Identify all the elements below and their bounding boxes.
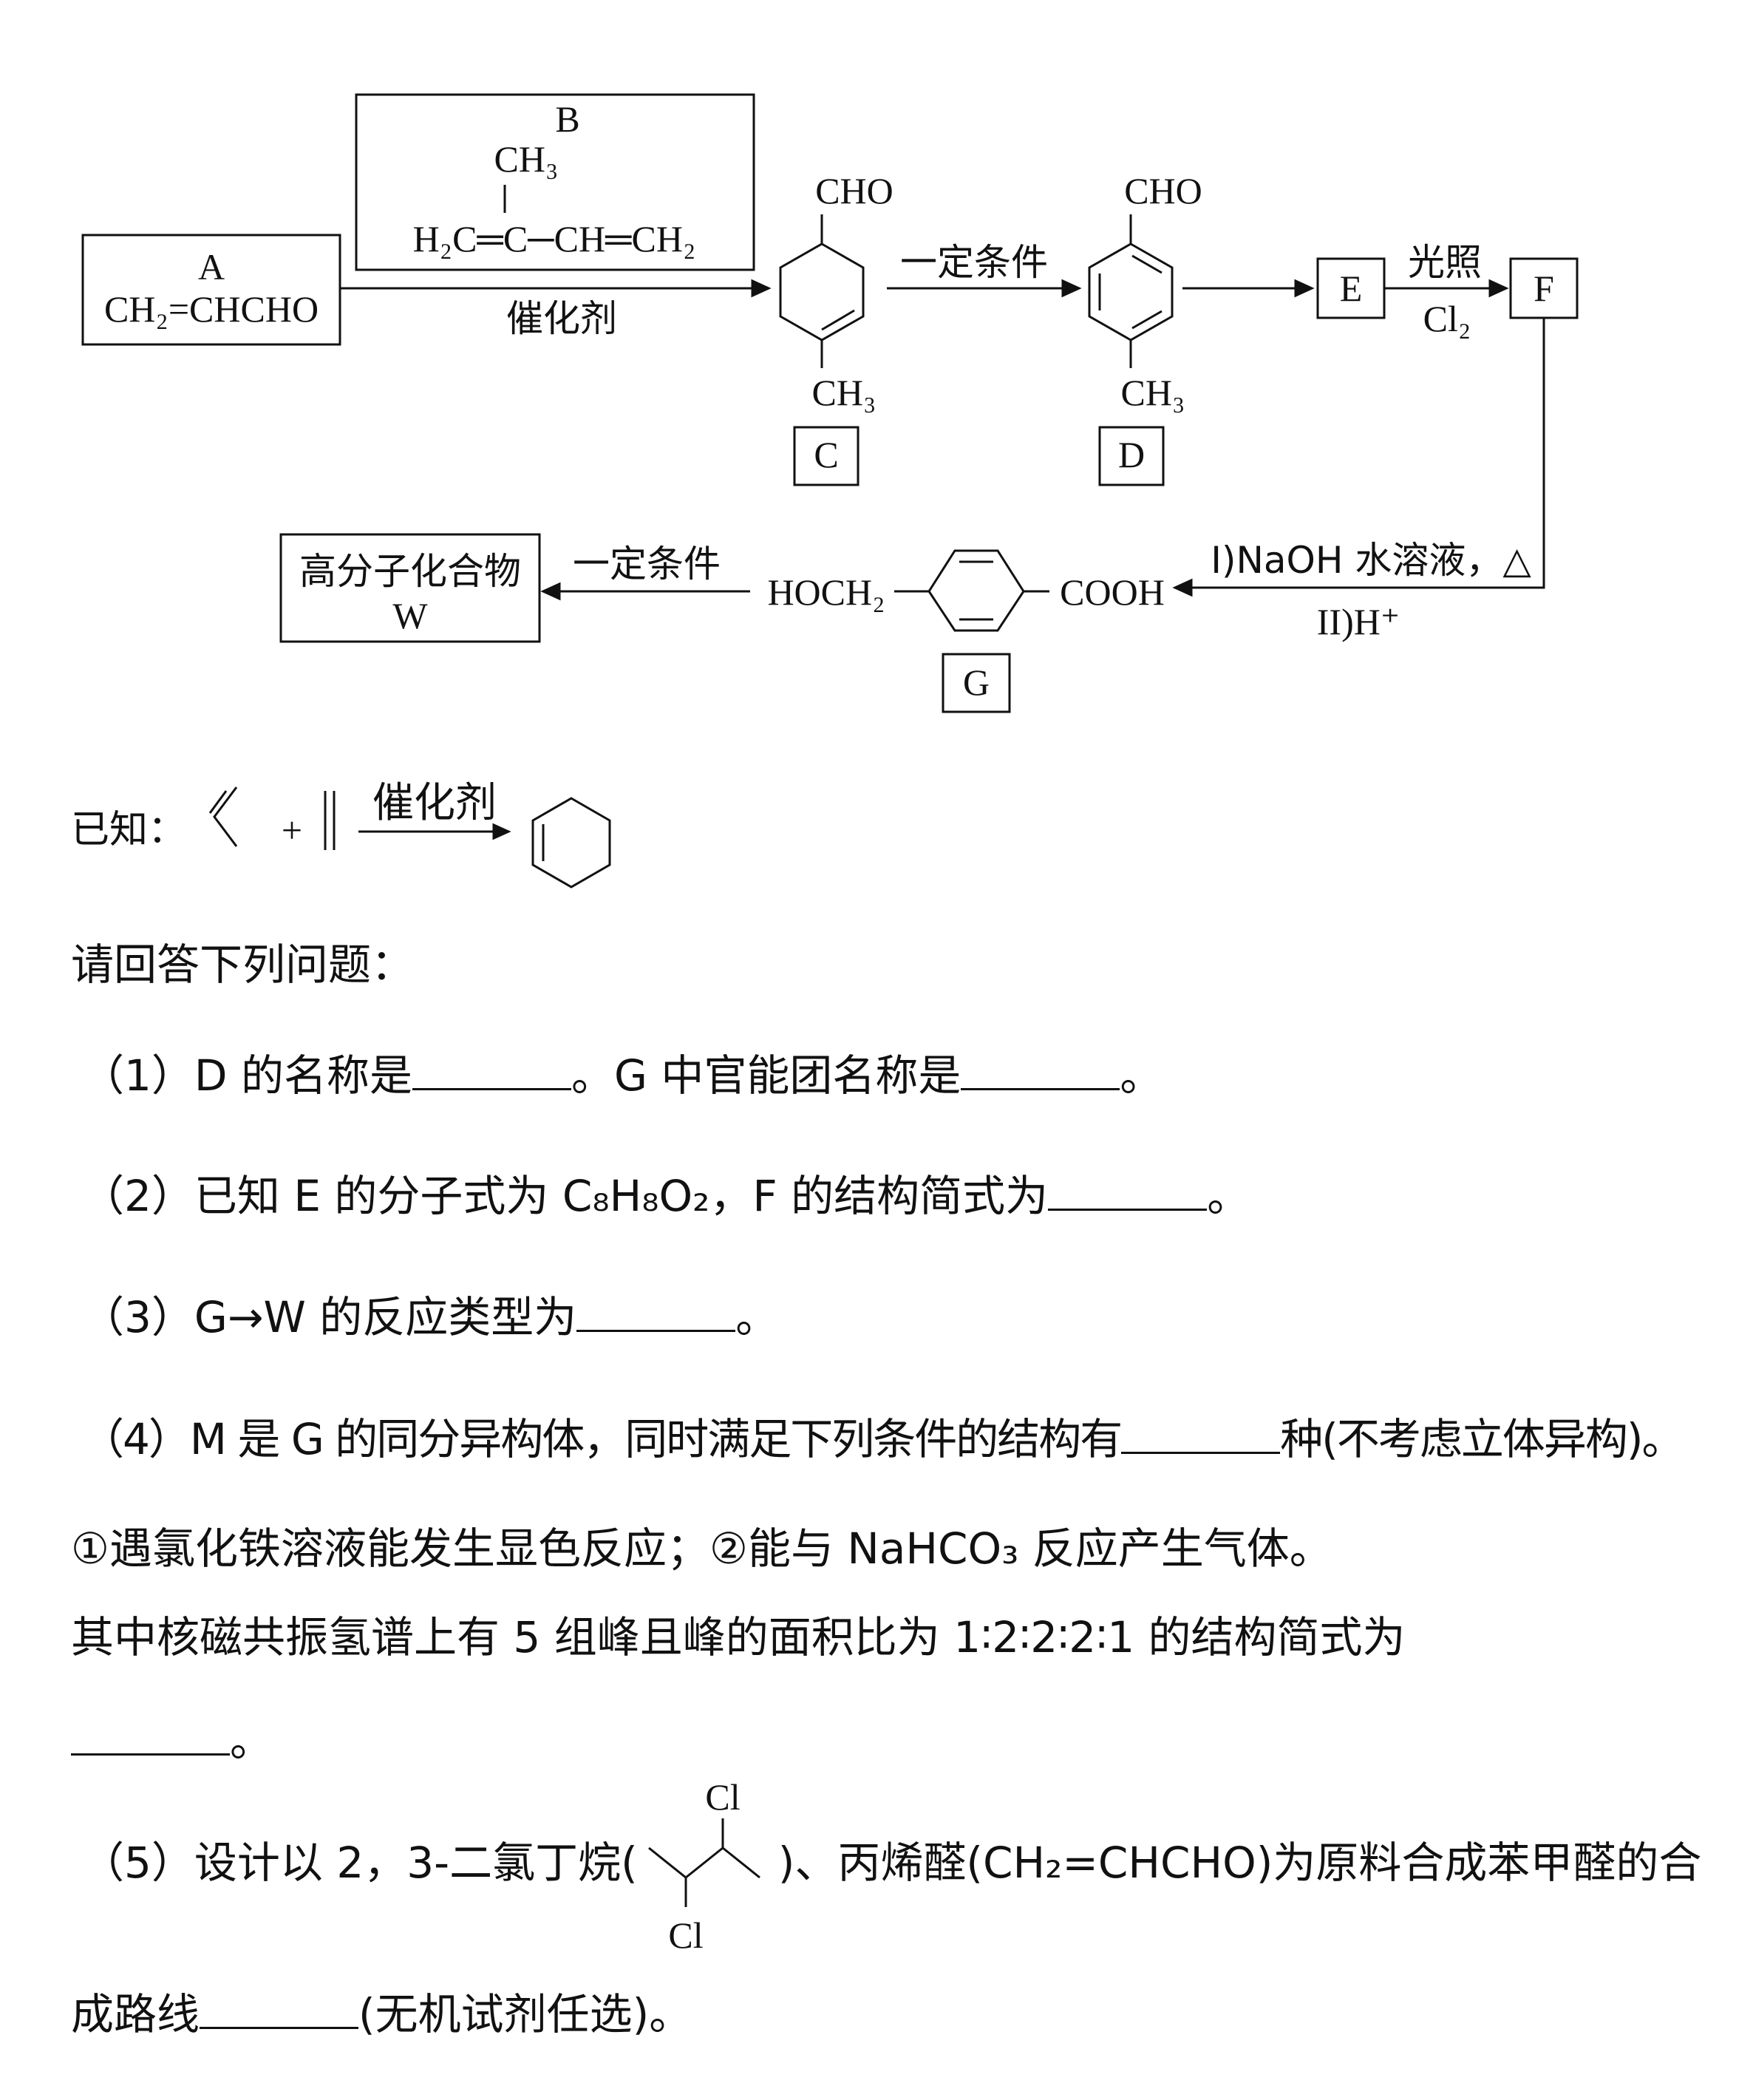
box-b bbox=[355, 93, 755, 271]
cl2-label: Cl₂ bbox=[1423, 298, 1471, 339]
w-line2: W bbox=[392, 595, 428, 636]
cyclohexene-icon bbox=[531, 797, 611, 888]
question-4-nmr: 其中核磁共振氢谱上有 5 组峰且峰的面积比为 1∶2∶2∶2∶1 的结构简式为 bbox=[71, 1612, 1406, 1662]
box-c-label bbox=[793, 426, 860, 486]
b-ch3: CH₃ bbox=[494, 138, 559, 180]
question-4-conditions: ①遇氯化铁溶液能发生显色反应；②能与 NaHCO₃ 反应产生气体。 bbox=[71, 1523, 1332, 1574]
box-d-label bbox=[1098, 426, 1165, 486]
light-label: 光照 bbox=[1408, 241, 1482, 284]
diene-icon bbox=[213, 786, 238, 847]
intro: 请回答下列问题： bbox=[71, 939, 415, 990]
label-g: G bbox=[963, 662, 990, 703]
b-formula: H₂C═C─CH═CH₂ bbox=[413, 218, 696, 259]
question-3: （3）G→W 的反应类型为。 bbox=[81, 1291, 779, 1342]
label-a: A bbox=[198, 246, 225, 288]
ring-c bbox=[779, 242, 865, 341]
question-5-line2: 成路线(无机试剂任选)。 bbox=[71, 1988, 692, 2039]
acid-condition: II)H⁺ bbox=[1317, 601, 1400, 642]
catalyst-label: 催化剂 bbox=[506, 297, 617, 340]
naoh-condition: I)NaOH 水溶液，△ bbox=[1211, 539, 1531, 582]
answer-blank-2[interactable] bbox=[1048, 1170, 1208, 1211]
a-formula: CH₂=CHCHO bbox=[104, 288, 319, 330]
question-1: （1）D 的名称是。G 中官能团名称是。 bbox=[81, 1050, 1163, 1101]
d-ch3: CH₃ bbox=[1121, 372, 1185, 413]
dichlorobutane-icon bbox=[648, 1846, 760, 1879]
d-cho: CHO bbox=[1124, 170, 1202, 211]
condition-g-w: 一定条件 bbox=[573, 543, 721, 585]
ring-d bbox=[1088, 242, 1174, 341]
g-hoch2: HOCH₂ bbox=[767, 571, 885, 613]
question-5-line1: （5）设计以 2，3-二氯丁烷()、丙烯醛(CH₂=CHCHO)为原料合成苯甲醛… bbox=[81, 1838, 1702, 1888]
answer-blank-4a[interactable] bbox=[1121, 1413, 1281, 1454]
answer-blank-5[interactable] bbox=[200, 1988, 359, 2029]
w-line1: 高分子化合物 bbox=[299, 550, 521, 593]
label-e: E bbox=[1340, 268, 1363, 309]
known-plus: + bbox=[282, 809, 302, 851]
box-g-label bbox=[942, 653, 1011, 713]
cl-bottom: Cl bbox=[668, 1914, 703, 1956]
cl-top: Cl bbox=[705, 1776, 740, 1818]
c-ch3: CH₃ bbox=[812, 372, 876, 413]
known-prefix: 已知： bbox=[71, 808, 186, 852]
answer-blank-3[interactable] bbox=[576, 1291, 736, 1332]
answer-blank-4b[interactable] bbox=[71, 1715, 230, 1756]
known-catalyst: 催化剂 bbox=[372, 779, 497, 827]
c-cho: CHO bbox=[815, 170, 893, 211]
arrow-head bbox=[751, 279, 772, 298]
label-c: C bbox=[814, 434, 838, 475]
answer-blank-1a[interactable] bbox=[412, 1050, 571, 1090]
question-2: （2）已知 E 的分子式为 C₈H₈O₂，F 的结构简式为。 bbox=[81, 1170, 1250, 1221]
box-a bbox=[81, 234, 341, 346]
question-4: （4）M 是 G 的同分异构体，同时满足下列条件的结构有种(不考虑立体异构)。 bbox=[81, 1413, 1684, 1464]
label-b: B bbox=[555, 98, 579, 140]
answer-blank-1b[interactable] bbox=[961, 1050, 1120, 1090]
question-4-answer: 。 bbox=[71, 1715, 273, 1767]
label-d: D bbox=[1118, 434, 1145, 475]
label-f: F bbox=[1534, 268, 1554, 309]
condition-c-d: 一定条件 bbox=[900, 241, 1048, 284]
box-w bbox=[279, 533, 541, 643]
arrow-f-to-g bbox=[1175, 318, 1545, 589]
g-cooh: COOH bbox=[1060, 571, 1165, 613]
